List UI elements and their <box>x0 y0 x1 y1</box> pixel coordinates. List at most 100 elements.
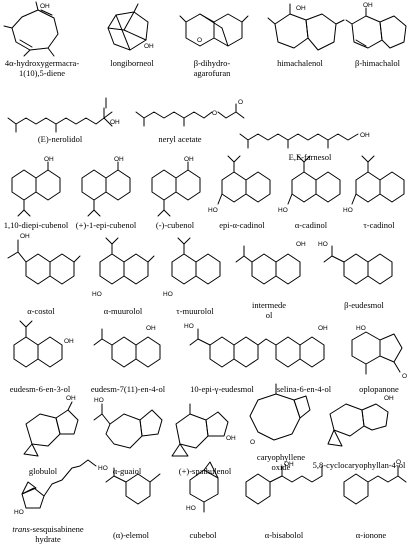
structure-costol <box>7 239 81 285</box>
structure-tau-cadinol <box>351 155 405 205</box>
caption-bisabolol: α-bisabolol <box>264 530 304 540</box>
atom-oh: OH <box>144 43 154 50</box>
caption-oplopanone: oplopanone <box>359 384 399 394</box>
structure-epi-gamma-eudesmol <box>189 328 259 368</box>
structure-ionone <box>343 465 407 505</box>
atom-ho: HO <box>184 323 194 330</box>
structure-agarofuran <box>179 13 249 47</box>
atom-oh: OH <box>44 156 54 163</box>
structure-himachalol <box>345 7 407 49</box>
atom-oh: OH <box>360 132 370 139</box>
atom-ho: HO <box>208 207 218 214</box>
atom-ho: HO <box>94 397 104 404</box>
caption-text: β-dihydro- <box>193 58 231 68</box>
structure-eudesm-6-en-3-ol <box>13 320 63 368</box>
atom-oh: OH <box>296 5 306 12</box>
atom-oh: OH <box>64 338 74 345</box>
atom-oh: OH <box>110 119 120 126</box>
structure-intermedeol <box>235 245 301 285</box>
caption-himachalol: β-himachalol <box>355 58 400 68</box>
caption-text-line2: agarofuran <box>193 68 231 78</box>
caption-ionone: α-ionone <box>355 530 387 540</box>
caption-longiborneol: longiborneol <box>110 58 154 68</box>
structure-spathulenol <box>171 403 229 457</box>
atom-o: O <box>197 37 202 44</box>
structure-caryophyllene-oxide <box>249 383 311 441</box>
caption-text: -sesquisabinene <box>29 524 84 534</box>
caption-text-line2: ol <box>265 310 273 320</box>
caption-text-line2: 1(10),5-diene <box>18 68 66 78</box>
atom-ho: HO <box>356 325 366 332</box>
caption-nerolidol: (E)-nerolidol <box>37 134 83 144</box>
structure-alpha-muurolol <box>99 237 155 285</box>
caption-epi-gamma-eudesmol: 10-epi-γ-eudesmol <box>190 384 254 394</box>
caption-tau-muurolol: τ-muurolol <box>176 306 214 316</box>
structure-cyclocaryophyllanol <box>327 403 389 447</box>
atom-oh: OH <box>296 241 306 248</box>
atom-oh: OH <box>384 395 394 402</box>
caption-guaiol: α-guaiol <box>112 466 142 476</box>
caption-elemol: (α)-elemol <box>112 530 150 540</box>
structure-sesquisabinene <box>21 459 97 509</box>
caption-cubenol: (-)-cubenol <box>155 220 195 230</box>
structure-oplopanone <box>351 331 403 375</box>
caption-diepi-cubenol: 1,10-diepi-cubenol <box>3 220 69 230</box>
structure-farnesol <box>239 133 359 149</box>
atom-oh: OH <box>114 156 124 163</box>
structure-nerolidol <box>7 97 113 133</box>
caption-tau-cadinol: τ-cadinol <box>363 220 395 230</box>
caption-caryophyllene-oxide: caryophyllene oxide <box>246 452 316 472</box>
caption-globulol: globulol <box>28 466 58 476</box>
structure-longiborneol <box>107 3 149 51</box>
caption-beta-eudesmol: β-eudesmol <box>344 300 384 310</box>
caption-epi-cubenol: (+)-1-epi-cubenol <box>75 220 137 230</box>
caption-himachalenol: himachalenol <box>277 58 323 68</box>
caption-text: 4α-hydroxygermacra- <box>4 58 80 68</box>
atom-oh: OH <box>20 233 30 240</box>
atom-ho: HO <box>14 509 24 516</box>
atom-oh: OH <box>363 2 373 9</box>
structure-alpha-cadinol <box>287 155 341 205</box>
structure-beta-eudesmol <box>323 245 393 285</box>
caption-sesquisabinene: trans-sesquisabinene hydrate <box>0 524 96 544</box>
atom-o: O <box>396 459 401 466</box>
atom-oh: OH <box>226 435 236 442</box>
atom-oh: OH <box>284 461 294 468</box>
structure-tau-muurolol <box>171 237 221 285</box>
atom-ho: HO <box>98 465 108 472</box>
caption-alpha-cadinol: α-cadinol <box>294 220 328 230</box>
atom-o: O <box>250 439 255 446</box>
structure-germacradiene <box>3 1 59 57</box>
structure-neryl-acetate <box>135 103 245 127</box>
structure-guaiol <box>93 403 163 449</box>
caption-costol: α-costol <box>27 306 55 316</box>
caption-neryl-acetate: neryl acetate <box>158 134 202 144</box>
atom-ho: HO <box>318 241 328 248</box>
caption-alpha-muurolol: α-muurolol <box>103 306 143 316</box>
structure-eudesm-7-en-4-ol <box>93 328 161 368</box>
structure-epi-cadinol <box>217 155 271 205</box>
atom-ho: HO <box>92 291 102 298</box>
caption-eudesm-7-en-4-ol: eudesm-7(11)-en-4-ol <box>90 384 166 394</box>
atom-o: O <box>402 373 407 380</box>
caption-spathulenol: (+)-spathulenol <box>178 466 232 476</box>
atom-oh: OH <box>184 156 194 163</box>
caption-text: intermede <box>252 300 286 310</box>
structure-epi-cubenol <box>81 161 131 217</box>
caption-intermedeol: intermede ol <box>236 300 302 320</box>
caption-selina-6-en-4-ol: selina-6-en-4-ol <box>276 384 332 394</box>
caption-germacradiene: 4α-hydroxygermacra- 1(10),5-diene <box>4 58 80 78</box>
caption-cyclocaryophyllanol: 5,8-cyclocaryophyllan-4-ol <box>312 460 406 470</box>
structure-cubebol <box>189 461 219 513</box>
atom-oh: OH <box>318 325 328 332</box>
atom-oh: OH <box>40 3 50 10</box>
atom-oh: OH <box>66 395 76 402</box>
caption-agarofuran: β-dihydro- agarofuran <box>172 58 252 78</box>
structure-bisabolol <box>245 465 323 505</box>
atom-oh: OH <box>146 325 156 332</box>
caption-cubebol: cubebol <box>189 530 217 540</box>
atom-o: O <box>238 99 243 106</box>
caption-eudesm-6-en-3-ol: eudesm-6-en-3-ol <box>9 384 71 394</box>
